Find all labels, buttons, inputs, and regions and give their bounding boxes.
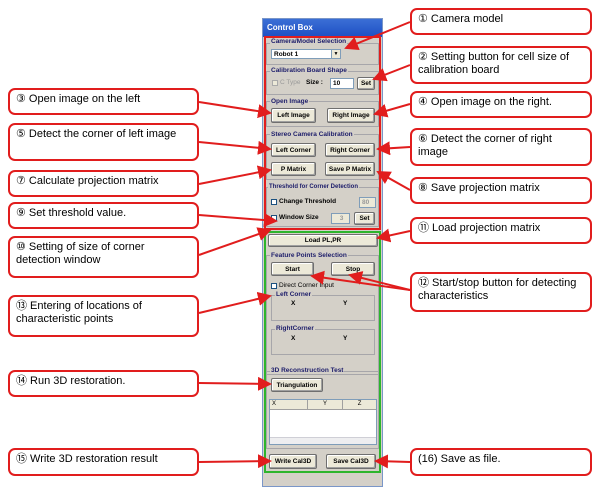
ctype-label: C Type (280, 79, 301, 86)
stereo-calibration-group-title: Stereo Camera Calibration (270, 131, 354, 138)
column-header-y[interactable]: Y (308, 400, 344, 409)
callout-9: ⑨ Set threshold value. (8, 202, 199, 229)
camera-model-value: Robot 1 (274, 51, 299, 58)
callout-1: ① Camera model (410, 8, 592, 35)
left-corner-box-title: Left Corner (275, 291, 313, 298)
direct-corner-label: Direct Corner Input (279, 282, 334, 289)
right-x-label[interactable]: X (291, 335, 296, 342)
threshold-group-title: Threshold for Corner Detection (268, 184, 360, 190)
chevron-down-icon[interactable]: ▼ (331, 50, 340, 58)
results-table[interactable]: X Y Z (269, 399, 377, 445)
size-set-button[interactable]: Set (357, 77, 375, 90)
callout-2: ② Setting button for cell size of calibr… (410, 46, 592, 84)
callout-7: ⑦ Calculate projection matrix (8, 170, 199, 197)
window-size-label: Window Size (279, 214, 319, 221)
green-highlight-frame (264, 231, 381, 473)
size-input[interactable]: 10 (330, 78, 354, 89)
callout-16: (16) Save as file. (410, 448, 592, 476)
triangulation-button[interactable]: Triangulation (271, 378, 323, 392)
horizontal-scrollbar[interactable] (270, 437, 376, 444)
callout-3: ③ Open image on the left (8, 88, 199, 115)
window-size-set-button[interactable]: Set (354, 212, 375, 225)
start-button[interactable]: Start (271, 262, 314, 276)
threshold-input[interactable]: 80 (359, 197, 376, 208)
ctype-checkbox[interactable] (272, 80, 278, 86)
left-corner-box (271, 295, 375, 321)
right-y-label[interactable]: Y (343, 335, 348, 342)
window-title: Control Box (263, 19, 382, 37)
window-size-input[interactable]: 3 (331, 213, 350, 224)
save-p-matrix-button[interactable]: Save P Matrix (325, 162, 375, 176)
red-highlight-frame (264, 36, 381, 230)
change-threshold-label: Change Threshold (279, 198, 337, 205)
callout-12: ⑫ Start/stop button for detecting charac… (410, 272, 592, 312)
callout-4: ④ Open image on the right. (410, 91, 592, 118)
left-y-label[interactable]: Y (343, 300, 348, 307)
callout-8: ⑧ Save projection matrix (410, 177, 592, 204)
calibration-board-group-title: Calibration Board Shape (270, 67, 348, 74)
callout-14: ⑭ Run 3D restoration. (8, 370, 199, 397)
change-threshold-checkbox[interactable] (271, 199, 277, 205)
size-label: Size : (306, 79, 323, 86)
callout-5: ⑤ Detect the corner of left image (8, 123, 199, 161)
open-image-group-title: Open Image (270, 98, 310, 105)
left-x-label[interactable]: X (291, 300, 296, 307)
control-box-window: Control Box Camera/Model Selection Robot… (262, 18, 383, 487)
callout-6: ⑥ Detect the corner of right image (410, 128, 592, 166)
callout-13: ⑬ Entering of locations of characteristi… (8, 295, 199, 337)
right-corner-box (271, 329, 375, 355)
camera-model-group-title: Camera/Model Selection (270, 38, 348, 45)
column-header-x[interactable]: X (270, 400, 308, 409)
callout-11: ⑪ Load projection matrix (410, 217, 592, 244)
callout-15: ⑮ Write 3D restoration result (8, 448, 199, 476)
right-corner-box-title: RightCorner (275, 325, 315, 332)
callout-10: ⑩ Setting of size of corner detection wi… (8, 236, 199, 278)
left-image-button[interactable]: Left Image (271, 108, 316, 123)
reconstruction-group-title: 3D Reconstruction Test (270, 367, 345, 374)
column-header-z[interactable]: Z (357, 401, 362, 407)
camera-model-select[interactable]: Robot 1 ▼ (271, 49, 341, 59)
right-corner-button[interactable]: Right Corner (325, 143, 375, 157)
feature-points-group-title: Feature Points Selection (270, 252, 348, 259)
direct-corner-checkbox[interactable] (271, 283, 277, 289)
